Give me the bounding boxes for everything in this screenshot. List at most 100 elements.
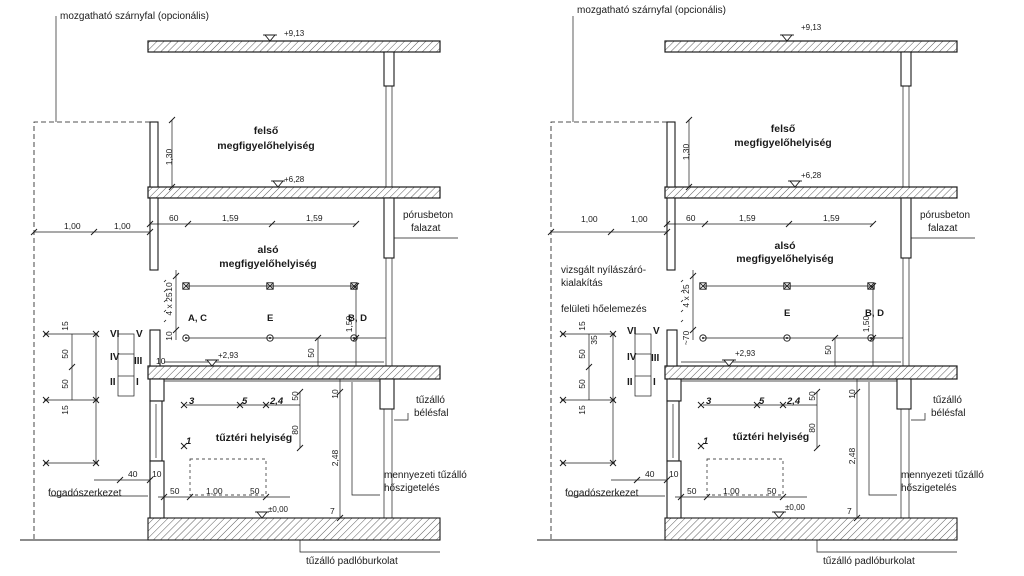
roman-iii: III	[134, 356, 143, 367]
level-top: +9,13	[284, 29, 305, 38]
porus-label-1: pórusbeton	[920, 210, 970, 221]
dim-10d: 10	[152, 469, 162, 479]
room-upper-1: felső	[254, 125, 279, 137]
belesfal-label-1: tűzálló	[416, 395, 445, 406]
dim-50d: 50	[807, 391, 817, 401]
point-1: 1	[703, 436, 708, 447]
dim-100c: 1,00	[206, 486, 223, 496]
level-top: +9,13	[801, 23, 822, 32]
dim-15b: 15	[60, 405, 70, 415]
belesfal-label-2: bélésfal	[931, 408, 965, 419]
dim-159a: 1,59	[222, 213, 239, 223]
roman-ii: II	[627, 377, 633, 388]
roman-vi: VI	[627, 326, 637, 337]
point-e: E	[267, 313, 273, 324]
dim-130: 1,30	[681, 143, 691, 160]
roman-iii: III	[651, 353, 660, 364]
panel-left-labels: mozgatható szárnyfal (opcionális) +9,13 …	[48, 11, 467, 567]
point-3: 3	[706, 396, 712, 407]
dim-10a: 10	[164, 282, 174, 292]
dim-100c: 1,00	[723, 486, 740, 496]
dim-4x25: 4 x 25	[164, 292, 174, 315]
belesfal-label-1: tűzálló	[933, 395, 962, 406]
roman-v: V	[136, 329, 143, 340]
level-mid: +6,28	[801, 171, 822, 180]
roman-v: V	[653, 326, 660, 337]
dim-10d: 10	[669, 469, 679, 479]
porus-label-1: pórusbeton	[403, 210, 453, 221]
fogado-label: fogadószerkezet	[565, 488, 639, 499]
dim-15a: 15	[577, 321, 587, 331]
porus-label-2: falazat	[411, 223, 441, 234]
dim-50b: 50	[60, 349, 70, 359]
point-bd: B, D	[865, 308, 884, 319]
dim-248: 2,48	[330, 449, 340, 466]
roman-i: I	[136, 377, 139, 388]
dim-15a: 15	[60, 321, 70, 331]
dim-50e: 50	[687, 486, 697, 496]
room-lower-1: alsó	[257, 244, 278, 256]
dim-60: 60	[686, 213, 696, 223]
dim-7: 7	[330, 506, 335, 516]
roman-vi: VI	[110, 329, 120, 340]
point-bd: B, D	[348, 313, 367, 324]
dim-50f: 50	[250, 486, 260, 496]
dim-50f: 50	[767, 486, 777, 496]
room-lower-2: megfigyelőhelyiség	[736, 253, 833, 265]
dim-10b: 10	[164, 331, 174, 341]
top-label: mozgatható szárnyfal (opcionális)	[577, 5, 726, 16]
point-3: 3	[189, 396, 195, 407]
point-5: 5	[242, 396, 248, 407]
dim-4x25: 4 x 25	[681, 284, 691, 307]
dim-100a: 1,00	[581, 214, 598, 224]
dim-10c: 10	[156, 356, 166, 366]
room-upper-1: felső	[771, 123, 796, 135]
vizsgalt-label-1: vizsgált nyílászáró-	[561, 265, 646, 276]
padlo-label: tűzálló padlóburkolat	[823, 556, 915, 567]
panel-right-labels: mozgatható szárnyfal (opcionális) +9,13 …	[561, 5, 984, 567]
porus-label-2: falazat	[928, 223, 958, 234]
dim-159b: 1,59	[823, 213, 840, 223]
dim-60: 60	[169, 213, 179, 223]
top-label: mozgatható szárnyfal (opcionális)	[60, 11, 209, 22]
room-lower-2: megfigyelőhelyiség	[219, 258, 316, 270]
dim-150: 1,50	[344, 315, 354, 332]
dim-35: 35	[589, 335, 599, 345]
mennyezet-label-2: hőszigetelés	[384, 483, 440, 494]
dim-50c: 50	[60, 379, 70, 389]
dim-100a: 1,00	[64, 221, 81, 231]
dim-100b: 1,00	[114, 221, 131, 231]
dim-40: 40	[645, 469, 655, 479]
dim-248: 2,48	[847, 447, 857, 464]
dim-50a: 50	[306, 348, 316, 358]
dim-100b: 1,00	[631, 214, 648, 224]
dim-80: 80	[807, 423, 817, 433]
level-low: +2,93	[218, 351, 239, 360]
mennyezet-label-1: mennyezeti tűzálló	[384, 470, 467, 481]
dim-159b: 1,59	[306, 213, 323, 223]
point-24: 2,4	[269, 396, 284, 407]
dim-10b: ~70	[681, 331, 691, 346]
dim-10e: 10	[330, 389, 340, 399]
dim-15b: 15	[577, 405, 587, 415]
level-floor: ±0,00	[268, 505, 289, 514]
point-ac: A, C	[188, 313, 207, 324]
dim-50c: 50	[577, 379, 587, 389]
dim-50e: 50	[170, 486, 180, 496]
point-24: 2,4	[786, 396, 801, 407]
dim-50b: 50	[577, 349, 587, 359]
dim-7: 7	[847, 506, 852, 516]
dim-130: 1,30	[164, 148, 174, 165]
dim-40: 40	[128, 469, 138, 479]
dim-159a: 1,59	[739, 213, 756, 223]
dim-150: 1,50	[861, 315, 871, 332]
feluleti-label: felületi hőelemezés	[561, 304, 647, 315]
dim-10e: 10	[847, 389, 857, 399]
point-1: 1	[186, 436, 191, 447]
room-lower-1: alsó	[774, 240, 795, 252]
room-upper-2: megfigyelőhelyiség	[217, 140, 314, 152]
roman-i: I	[653, 377, 656, 388]
dim-50d: 50	[290, 391, 300, 401]
level-floor: ±0,00	[785, 503, 806, 512]
